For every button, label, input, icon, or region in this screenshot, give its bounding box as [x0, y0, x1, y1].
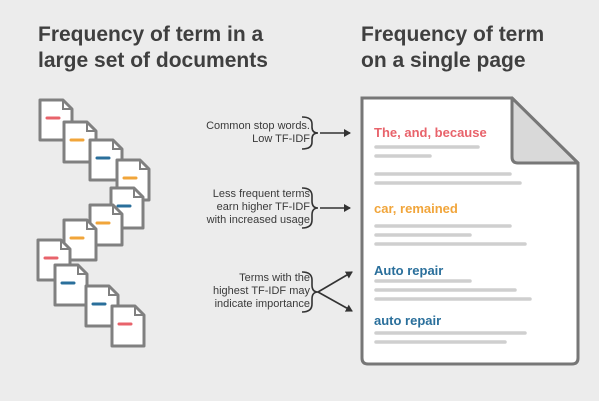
page-text-lines	[374, 145, 532, 344]
term-stop-words: The, and, because	[374, 125, 487, 140]
annotation-line: Common stop words.	[206, 120, 310, 132]
title-frequency-single-page: Frequency of term on a single page	[361, 22, 581, 74]
title-right-line-1: Frequency of term	[361, 23, 545, 46]
annotation-less-frequent: Less frequent terms earn higher TF-IDF w…	[207, 188, 310, 227]
title-frequency-large-set: Frequency of term in a large set of docu…	[38, 22, 288, 74]
annotation-stop-words: Common stop words. Low TF-IDF	[206, 120, 310, 146]
annotation-line: Low TF-IDF	[252, 133, 310, 145]
single-page	[360, 96, 580, 366]
annotation-line: Less frequent terms	[212, 188, 310, 200]
annotation-highest-tfidf: Terms with the highest TF-IDF may indica…	[213, 272, 310, 311]
annotation-line: Terms with the	[239, 272, 310, 284]
term-less-frequent: car, remained	[374, 201, 458, 216]
document-stack	[36, 98, 151, 348]
document-icon	[53, 263, 89, 307]
term-auto-repair-capitalized: Auto repair	[374, 263, 444, 278]
annotation-line: earn higher TF-IDF	[216, 201, 310, 213]
title-left-line-1: Frequency of term in a	[38, 23, 264, 46]
document-icon	[110, 304, 146, 348]
annotation-line: indicate importance	[214, 298, 310, 310]
annotation-line: with increased usage	[206, 214, 310, 226]
title-right-line-2: on a single page	[361, 49, 526, 72]
annotation-line: highest TF-IDF may	[213, 285, 310, 297]
title-left-line-2: large set of documents	[38, 49, 268, 72]
curly-brace-icon	[301, 116, 319, 150]
arrow-right-icon	[317, 291, 353, 312]
arrow-right-icon	[317, 271, 353, 293]
curly-brace-icon	[301, 187, 319, 229]
term-auto-repair-lowercase: auto repair	[374, 313, 442, 328]
page-fold-icon	[510, 96, 580, 165]
